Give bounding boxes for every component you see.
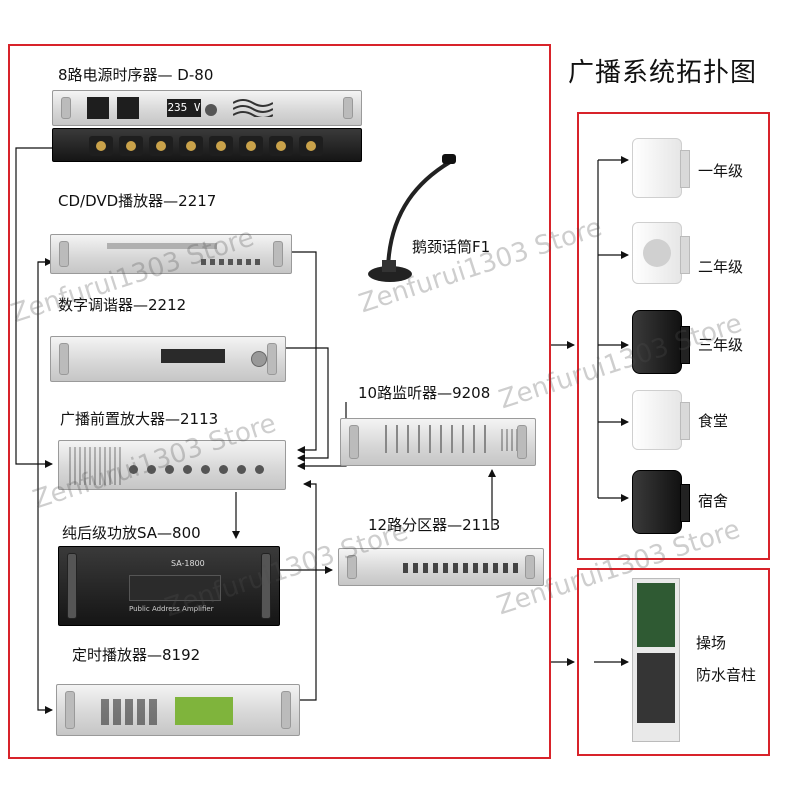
tuning-knob-icon — [251, 351, 267, 367]
rack-ear — [65, 691, 75, 729]
socket-icon — [299, 136, 323, 156]
wave-logo-icon — [232, 99, 274, 119]
speaker-cone — [643, 239, 671, 267]
timed-player-device — [56, 684, 300, 736]
column-top-grille — [637, 583, 675, 647]
rack-ear — [525, 555, 535, 579]
speaker-bracket — [680, 402, 690, 440]
digital-tuner-device — [50, 336, 286, 382]
volume-knob-icon — [147, 465, 156, 474]
outdoor-label-column: 防水音柱 — [696, 666, 757, 684]
zone-label-grade2: 二年级 — [698, 258, 744, 276]
broadcast-preamp-device — [58, 440, 286, 490]
outlet-icon — [117, 97, 139, 119]
white-wall-speaker-icon — [632, 222, 682, 284]
white-wall-speaker-icon — [632, 138, 682, 198]
socket-icon — [239, 136, 263, 156]
zone-label-grade3: 三年级 — [698, 336, 744, 354]
speaker-grille — [501, 429, 521, 451]
power-sequencer-device: 235 V — [52, 90, 362, 126]
socket-icon — [149, 136, 173, 156]
keypad — [101, 699, 161, 725]
volume-knob-icon — [255, 465, 264, 474]
rack-ear — [343, 97, 353, 119]
zone-label-grade1: 一年级 — [698, 162, 744, 180]
power-switch-icon — [205, 104, 217, 116]
rack-ear — [59, 343, 69, 375]
vent-grille — [69, 447, 121, 485]
rack-ear — [281, 691, 291, 729]
volume-knob-icon — [219, 465, 228, 474]
monitor-label: 10路监听器—9208 — [358, 384, 491, 402]
microphone-label: 鹅颈话筒F1 — [412, 238, 491, 256]
tuner-label: 数字调谐器—2212 — [58, 296, 187, 314]
zone-divider-device — [338, 548, 544, 586]
waterproof-column-speaker-icon — [632, 578, 680, 742]
volume-knob-icon — [165, 465, 174, 474]
tuner-display — [161, 349, 225, 363]
lcd-screen — [175, 697, 233, 725]
speaker-bracket — [680, 236, 690, 274]
rack-ear — [273, 241, 283, 267]
cd-dvd-player-device — [50, 234, 292, 274]
volume-knob-icon — [129, 465, 138, 474]
zone-speaker-frame — [577, 112, 770, 560]
zone-divider-label: 12路分区器—2113 — [368, 516, 501, 534]
outlet-icon — [87, 97, 109, 119]
power-amplifier-device: SA-1800 Public Address Amplifier — [58, 546, 280, 626]
amp-model-text: SA-1800 — [171, 559, 205, 568]
speaker-bracket — [680, 484, 690, 522]
timer-player-label: 定时播放器—8192 — [72, 646, 201, 664]
rack-ear — [347, 555, 357, 579]
power-amp-label: 纯后级功放SA—800 — [62, 524, 201, 542]
white-wall-speaker-icon — [632, 390, 682, 450]
zone-label-dormitory: 宿舍 — [698, 492, 729, 510]
socket-icon — [119, 136, 143, 156]
outdoor-label-playground: 操场 — [696, 634, 727, 652]
socket-icon — [179, 136, 203, 156]
column-bottom-grille — [637, 653, 675, 723]
zone-switches — [403, 563, 523, 573]
black-wall-speaker-icon — [632, 470, 682, 534]
amp-meter-panel — [129, 575, 221, 601]
speaker-bracket — [680, 150, 690, 188]
equipment-frame — [8, 44, 551, 759]
monitor-device — [340, 418, 536, 466]
gooseneck-microphone-icon — [360, 150, 470, 300]
speaker-bracket — [680, 326, 690, 364]
rack-ear — [517, 425, 527, 459]
disc-tray — [107, 243, 217, 249]
zone-label-canteen: 食堂 — [698, 412, 729, 430]
sequencer-label: 8路电源时序器— D-80 — [58, 66, 214, 84]
socket-icon — [209, 136, 233, 156]
preamp-label: 广播前置放大器—2113 — [60, 410, 219, 428]
rack-ear — [261, 553, 271, 619]
power-sequencer-rear — [52, 128, 362, 162]
rack-ear — [67, 553, 77, 619]
control-buttons — [201, 259, 261, 265]
rack-ear — [61, 97, 71, 119]
rack-ear — [59, 241, 69, 267]
voltage-display: 235 V — [167, 99, 201, 117]
socket-icon — [269, 136, 293, 156]
black-wall-speaker-icon — [632, 310, 682, 374]
cd-player-label: CD/DVD播放器—2217 — [58, 192, 217, 210]
socket-icon — [89, 136, 113, 156]
diagram-title: 广播系统拓扑图 — [568, 58, 758, 88]
channel-sliders — [385, 425, 495, 453]
rack-ear — [349, 425, 359, 459]
volume-knob-icon — [201, 465, 210, 474]
volume-knob-icon — [237, 465, 246, 474]
rack-ear — [267, 343, 277, 375]
volume-knob-icon — [183, 465, 192, 474]
outdoor-speaker-frame — [577, 568, 770, 756]
amp-brand-text: Public Address Amplifier — [129, 605, 214, 613]
